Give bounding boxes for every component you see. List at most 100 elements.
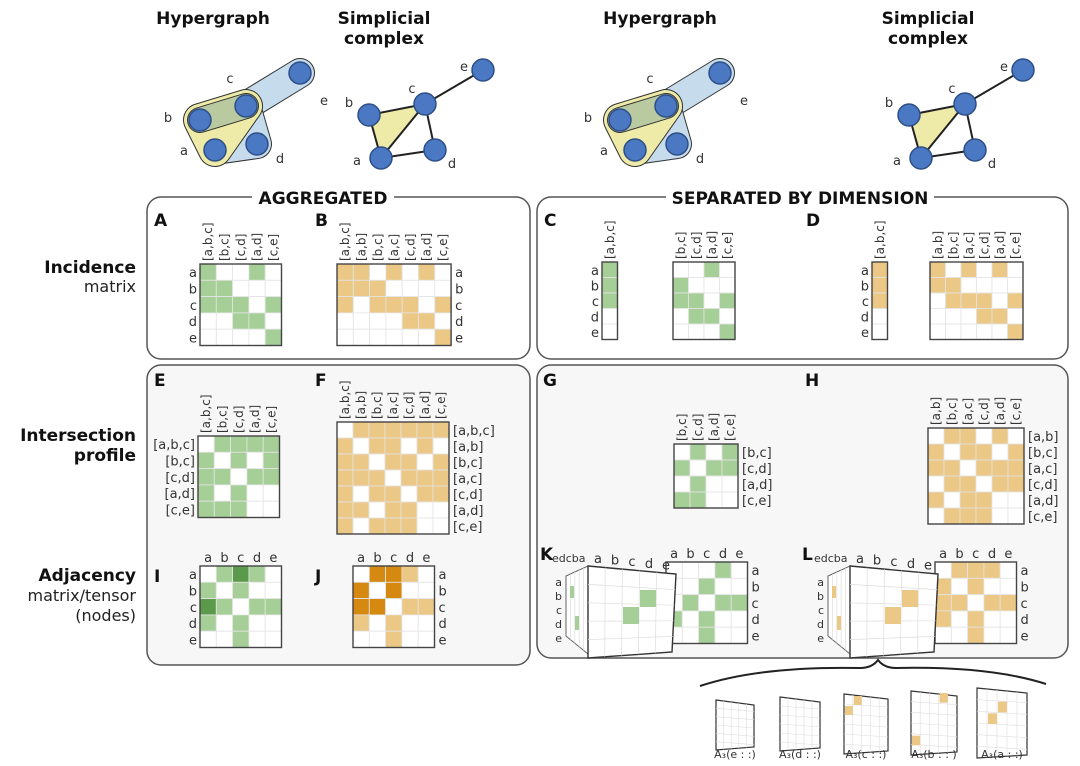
- node-d: [423, 138, 447, 162]
- node-label-e: e: [1000, 60, 1008, 75]
- matrix-cell: [384, 453, 402, 471]
- row-label: c: [1021, 597, 1028, 612]
- matrix-h: [a,b][b,c][a,c][c,d][a,d][c,e][a,b][b,c]…: [805, 371, 1059, 525]
- node-e: [1011, 58, 1035, 82]
- col-label: e: [269, 551, 277, 566]
- row-label: a: [1021, 564, 1029, 579]
- row-label: c: [862, 295, 869, 310]
- row-label: e: [189, 331, 197, 346]
- col-label: [a,c]: [387, 234, 401, 261]
- matrix-cell: [352, 517, 370, 535]
- node-label-a: a: [600, 144, 608, 159]
- matrix-cell: [215, 328, 234, 346]
- matrix-cell: [232, 263, 250, 281]
- node-b: [357, 103, 381, 127]
- matrix-cell: [601, 292, 618, 309]
- node-label-b: b: [164, 111, 172, 126]
- matrix-cell: [416, 437, 434, 455]
- col-label: [c,d]: [402, 392, 416, 419]
- matrix-cell: [248, 614, 266, 632]
- matrix-cell: [1007, 323, 1024, 340]
- node-c: [234, 94, 258, 118]
- slice-frame: [715, 699, 755, 751]
- slice-label: A₃(c : :): [846, 748, 887, 761]
- col-label: [a,c]: [962, 232, 976, 259]
- col-label: d: [988, 547, 996, 562]
- col-label: [b,c]: [675, 414, 689, 441]
- matrix-cell: [434, 296, 452, 314]
- matrix-cell: [871, 261, 888, 278]
- matrix-cell: [352, 565, 370, 583]
- matrix-cell: [698, 594, 716, 612]
- matrix-cell: [199, 565, 217, 583]
- col-label: [a,b,c]: [338, 222, 352, 261]
- col-label: [b,c]: [946, 232, 960, 259]
- matrix-cell: [929, 261, 946, 278]
- matrix-cell: [927, 475, 945, 493]
- matrix-cell: [197, 468, 215, 486]
- matrix-cell: [352, 437, 370, 455]
- matrix-cell: [401, 312, 419, 330]
- right-hypergraph-title: Hypergraph: [603, 9, 717, 29]
- row-label: [a,d]: [1028, 494, 1059, 509]
- grid-line: [843, 733, 889, 738]
- matrix-cell: [215, 296, 234, 314]
- matrix-cell: [248, 565, 266, 583]
- matrix-cell: [385, 328, 403, 346]
- matrix-cell: [999, 610, 1017, 628]
- grid-line: [587, 602, 675, 606]
- matrix-cell: [672, 277, 689, 294]
- matrix-cell: [601, 261, 618, 278]
- matrix-cell: [673, 491, 691, 509]
- grid-line: [910, 712, 958, 716]
- row-label: [a,b]: [453, 440, 484, 455]
- matrix-cell: [730, 594, 748, 612]
- matrix-cell: [975, 443, 993, 461]
- matrix-g: [b,c][c,d][a,d][c,e][b,c][c,d][a,d][c,e]…: [543, 371, 773, 509]
- row-label-adjacency-sub-2: (nodes): [75, 606, 136, 625]
- slice-frame: [779, 696, 821, 752]
- node-e: [288, 61, 312, 85]
- matrix-cell: [232, 279, 250, 297]
- matrix-cell: [264, 598, 282, 616]
- matrix-border: [927, 427, 1025, 525]
- matrix-cell: [927, 491, 945, 509]
- matrix-cell: [714, 594, 732, 612]
- matrix-cell: [368, 598, 386, 616]
- matrix-cell: [368, 453, 386, 471]
- matrix-cell: [400, 501, 418, 519]
- matrix-cell: [689, 491, 707, 509]
- matrix-cell: [213, 435, 232, 453]
- matrix-cell: [950, 610, 968, 628]
- matrix-cell: [262, 435, 280, 453]
- row-label: e: [861, 326, 869, 341]
- matrix-cell: [248, 581, 266, 599]
- grid-line: [779, 705, 821, 710]
- matrix-cell: [232, 598, 250, 616]
- matrix-cell: [401, 328, 419, 346]
- tensor-row-label: a: [817, 576, 824, 589]
- matrix-cell: [991, 308, 1008, 325]
- matrix-cell: [336, 517, 354, 535]
- tensor-depth-labels: edcba: [814, 552, 848, 565]
- matrix-cell: [230, 500, 248, 518]
- grid-line: [976, 699, 1028, 703]
- matrix-c2: [b,c][c,d][a,d][c,e]: [672, 231, 736, 341]
- matrix-cell: [352, 421, 370, 439]
- row-label: a: [189, 568, 197, 583]
- matrix-cell: [400, 453, 418, 471]
- col-label: d: [406, 551, 414, 566]
- col-label: d: [719, 547, 727, 562]
- tensor-slice: A₃(d : :): [779, 696, 821, 761]
- matrix-cell: [871, 292, 888, 309]
- matrix-cell: [369, 279, 387, 297]
- matrix-cell: [385, 312, 403, 330]
- matrix-cell: [673, 459, 691, 477]
- matrix-cell: [432, 453, 450, 471]
- row-label: a: [591, 264, 599, 279]
